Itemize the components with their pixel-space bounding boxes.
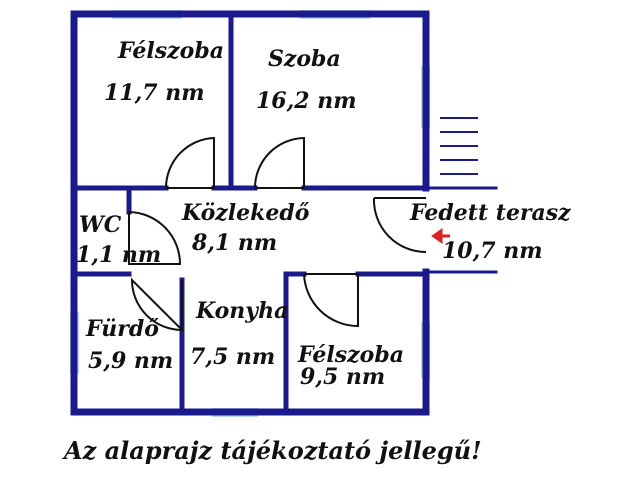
room-area-furdo: 5,9 nm xyxy=(88,348,174,374)
room-area-konyha: 7,5 nm xyxy=(190,344,276,370)
doors xyxy=(128,136,427,333)
door-konyha xyxy=(303,273,359,328)
door-wc xyxy=(128,211,182,265)
walls xyxy=(70,10,498,416)
room-area-szoba: 16,2 nm xyxy=(256,88,357,114)
room-area-wc: 1,1 nm xyxy=(76,242,162,268)
room-area-felszoba-upper: 11,7 nm xyxy=(104,80,205,106)
room-name-wc: WC xyxy=(79,212,122,238)
entrance-arrow-icon xyxy=(431,228,450,244)
room-area-kozlekedo: 8,1 nm xyxy=(192,230,278,256)
door-felszoba xyxy=(164,136,215,189)
room-name-furdo: Fürdő xyxy=(86,316,159,342)
room-name-konyha: Konyha xyxy=(196,298,289,324)
room-name-szoba: Szoba xyxy=(268,46,341,72)
room-area-felszoba-lower: 9,5 nm xyxy=(300,364,386,390)
door-szoba xyxy=(254,136,305,189)
door-furdo xyxy=(130,277,183,333)
door-terrace xyxy=(372,197,427,253)
room-name-felszoba-lower: Félszoba xyxy=(298,342,404,368)
disclaimer-note: Az alaprajz tájékoztató jellegű! xyxy=(64,436,482,465)
room-area-fedett-terasz: 10,7 nm xyxy=(442,238,543,264)
room-name-kozlekedo: Közlekedő xyxy=(182,200,310,226)
room-name-felszoba-upper: Félszoba xyxy=(118,38,224,64)
stairs xyxy=(440,117,478,175)
room-name-fedett-terasz: Fedett terasz xyxy=(410,200,571,226)
